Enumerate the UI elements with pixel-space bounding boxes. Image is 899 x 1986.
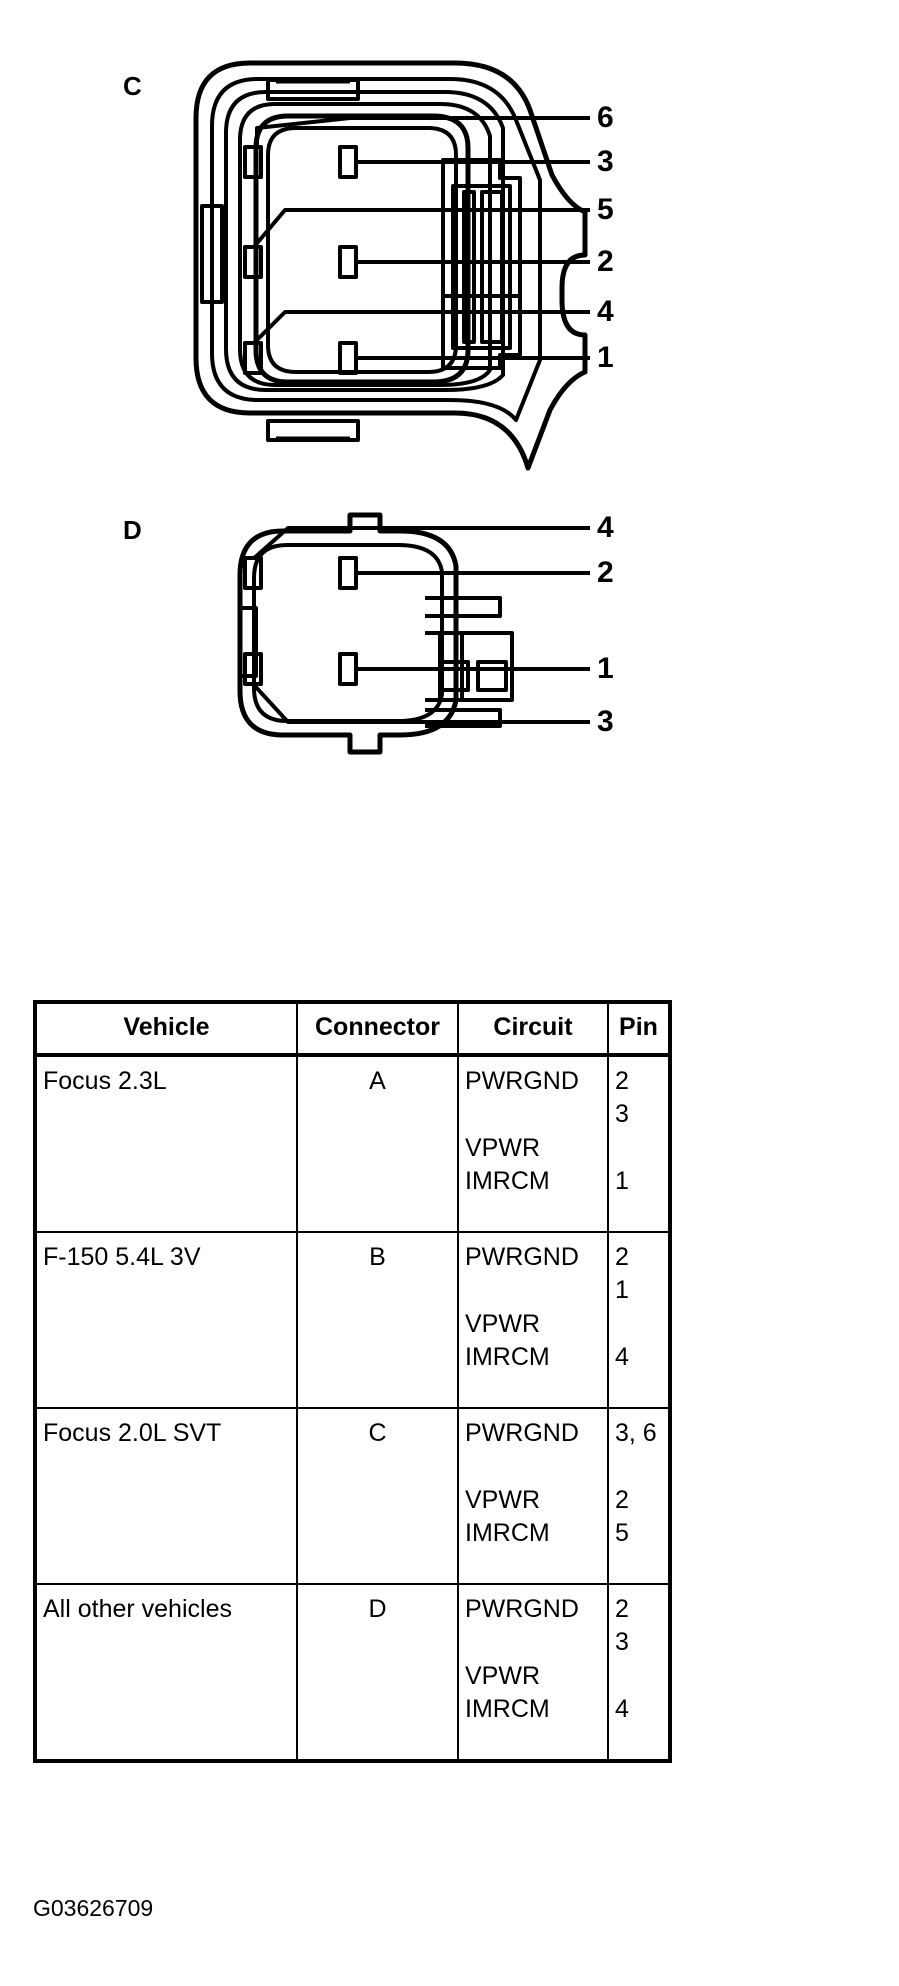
figure-id-caption: G03626709 <box>33 1895 154 1921</box>
connector-d-pin-label-4: 4 <box>597 511 614 544</box>
cell-pin: 2 1 4 <box>607 1231 671 1409</box>
connector-c-pin-label-4: 4 <box>597 295 614 328</box>
connector-d-pin-label-2: 2 <box>597 556 614 589</box>
cell-connector: B <box>296 1231 459 1409</box>
cell-circuit: PWRGND VPWR IMRCM <box>457 1583 609 1762</box>
table-row: F-150 5.4L 3V B PWRGND VPWR IMRCM 2 1 4 <box>34 1231 671 1409</box>
column-header-vehicle: Vehicle <box>34 1001 298 1057</box>
connector-d-pin-label-3: 3 <box>597 705 614 738</box>
column-header-circuit: Circuit <box>457 1001 609 1057</box>
cell-vehicle: Focus 2.0L SVT <box>34 1407 298 1585</box>
table-row: Focus 2.0L SVT C PWRGND VPWR IMRCM 3, 6 … <box>34 1407 671 1585</box>
cell-pin: 2 3 1 <box>607 1054 671 1233</box>
connector-c-pin-label-6: 6 <box>597 101 614 134</box>
cell-pin: 3, 6 2 5 <box>607 1407 671 1585</box>
column-header-pin: Pin <box>607 1001 671 1057</box>
connector-c-letter: C <box>123 71 142 101</box>
cell-circuit: PWRGND VPWR IMRCM <box>457 1054 609 1233</box>
cell-vehicle: Focus 2.3L <box>34 1054 298 1233</box>
connector-c-pin-label-3: 3 <box>597 145 614 178</box>
connector-c-drawing <box>193 60 590 755</box>
cell-connector: A <box>296 1054 459 1233</box>
pin-assignment-table: Vehicle Connector Circuit Pin Focus 2.3L… <box>33 1000 672 1763</box>
cell-circuit: PWRGND VPWR IMRCM <box>457 1407 609 1585</box>
table-body: Focus 2.3L A PWRGND VPWR IMRCM 2 3 1 F-1… <box>34 1054 671 1762</box>
cell-connector: C <box>296 1407 459 1585</box>
connector-c-pin-label-1: 1 <box>597 341 614 374</box>
table-row: All other vehicles D PWRGND VPWR IMRCM 2… <box>34 1583 671 1762</box>
connector-diagram-area: C D <box>0 0 899 965</box>
table-header-row: Vehicle Connector Circuit Pin <box>34 1001 671 1057</box>
column-header-connector: Connector <box>296 1001 459 1057</box>
connector-c-pin-label-5: 5 <box>597 193 614 226</box>
pin-assignment-table-wrapper: Vehicle Connector Circuit Pin Focus 2.3L… <box>33 1000 672 1763</box>
table-header: Vehicle Connector Circuit Pin <box>34 1001 671 1057</box>
connector-d-pin-label-1: 1 <box>597 652 614 685</box>
cell-connector: D <box>296 1583 459 1762</box>
connector-d-letter: D <box>123 515 142 545</box>
cell-vehicle: All other vehicles <box>34 1583 298 1762</box>
cell-vehicle: F-150 5.4L 3V <box>34 1231 298 1409</box>
cell-pin: 2 3 4 <box>607 1583 671 1762</box>
connector-c-pin-label-2: 2 <box>597 245 614 278</box>
cell-circuit: PWRGND VPWR IMRCM <box>457 1231 609 1409</box>
table-row: Focus 2.3L A PWRGND VPWR IMRCM 2 3 1 <box>34 1054 671 1233</box>
